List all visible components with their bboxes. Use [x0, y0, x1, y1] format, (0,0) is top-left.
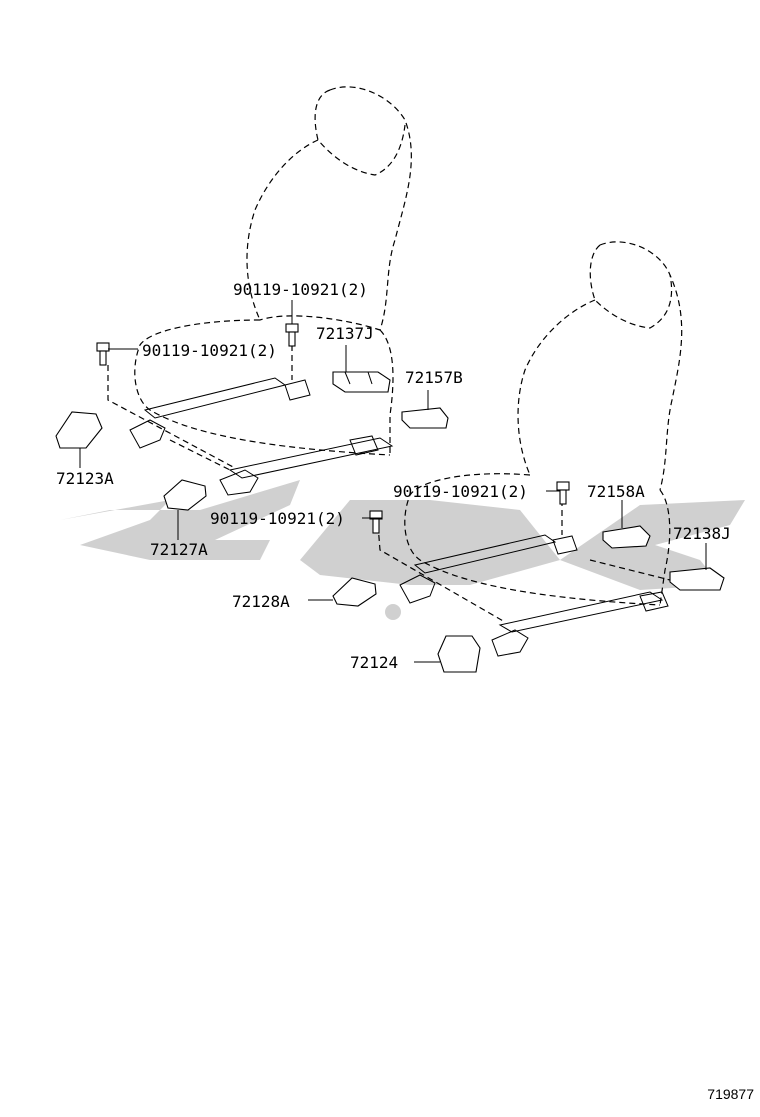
label-72127A: 72127A — [150, 540, 208, 559]
label-bolt-top: 90119-10921(2) — [233, 280, 368, 299]
left-seat-outline — [134, 86, 412, 456]
right-seat-outline — [404, 241, 683, 606]
label-bolt-right: 90119-10921(2) — [393, 482, 528, 501]
bolt-mid-icon — [369, 510, 383, 534]
label-72158A: 72158A — [587, 482, 645, 501]
part-72128A-shape — [332, 577, 377, 607]
leader-lines — [79, 300, 707, 663]
bolt-right-icon — [556, 481, 570, 505]
label-bolt-left: 90119-10921(2) — [142, 341, 277, 360]
figure-code: 719877 — [707, 1086, 754, 1102]
part-72123A-shape — [55, 411, 103, 449]
part-72124-shape — [437, 635, 481, 673]
part-72157B-shape — [401, 407, 449, 429]
label-72124: 72124 — [350, 653, 398, 672]
label-72138J: 72138J — [673, 524, 731, 543]
part-72138J-shape — [669, 567, 725, 591]
bolt-top-icon — [285, 323, 299, 347]
label-72157B: 72157B — [405, 368, 463, 387]
label-72137J: 72137J — [316, 324, 374, 343]
label-72128A: 72128A — [232, 592, 290, 611]
bolt-left-icon — [96, 342, 110, 366]
part-72137J-shape — [332, 371, 391, 393]
watermark-logo — [60, 480, 745, 620]
part-72127A-shape — [163, 479, 207, 511]
right-seat-track — [377, 500, 671, 657]
part-72158A-shape — [602, 525, 651, 549]
label-72123A: 72123A — [56, 469, 114, 488]
left-seat-track — [107, 345, 394, 496]
label-bolt-mid: 90119-10921(2) — [210, 509, 345, 528]
